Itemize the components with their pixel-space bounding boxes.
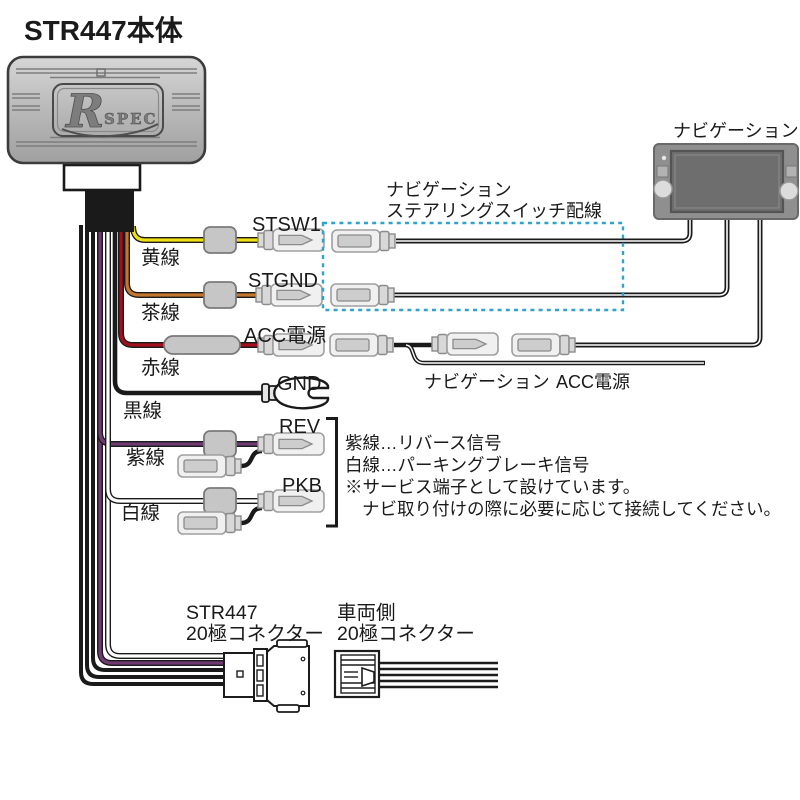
nav-screen-inner <box>674 154 780 209</box>
signal-label-pkb: PKB <box>282 475 322 497</box>
vehicle-connector-label-line1: 車両側 <box>337 602 396 624</box>
logo-swoosh <box>61 123 159 138</box>
rspec-logo: R SPEC <box>52 83 164 138</box>
nav-power-led <box>661 155 667 161</box>
vehicle-20pin-connector <box>333 649 498 699</box>
signal-label-gnd: GND <box>277 373 321 395</box>
nav-screen <box>669 149 785 214</box>
vehicle-ribbon-cable <box>377 661 498 689</box>
notes-bracket <box>326 417 338 528</box>
red-wire <box>118 225 258 348</box>
ferrite-block-brown <box>203 281 237 309</box>
pkb-pigtail-wire <box>240 505 263 526</box>
navigation-unit <box>653 143 799 220</box>
yellow-wire <box>130 225 258 243</box>
nav-left-button <box>656 165 669 178</box>
device-screw <box>96 68 106 77</box>
note-line2: 白線…パーキングブレーキ信号 <box>345 455 589 475</box>
signal-label-rev: REV <box>279 416 321 438</box>
note-line4: ナビ取り付けの際に必要に応じて接続してください。 <box>362 499 781 519</box>
steering-box-label-line1: ナビゲーション <box>386 180 512 200</box>
wire-label-brown: 茶線 <box>141 302 180 324</box>
wire-label-purple: 紫線 <box>126 447 165 469</box>
navigation-label: ナビゲーション <box>673 121 799 141</box>
logo-r-letter: R <box>64 84 104 138</box>
steering-box-label-line2: ステアリングスイッチ配線 <box>386 201 602 221</box>
female-connector-acc-right <box>511 333 576 357</box>
female-connector-rev-pigtail <box>177 454 242 478</box>
str447-connector-label-line1: STR447 <box>186 602 258 624</box>
wire-label-white: 白線 <box>121 502 160 524</box>
logo-spec-letters: SPEC <box>104 110 157 128</box>
navigation-cables <box>394 214 763 348</box>
device-grooves <box>12 68 200 147</box>
ferrite-block-yellow <box>203 226 237 254</box>
female-connector-nav-stgnd <box>330 283 395 307</box>
nav-right-knob <box>779 181 799 201</box>
str447-20pin-connector <box>223 639 310 713</box>
brown-wire <box>124 225 256 298</box>
black-gnd-wire <box>112 225 263 396</box>
ferrite-block-white <box>203 487 237 515</box>
main-cable-wires <box>79 225 263 686</box>
ferrite-block-purple <box>203 430 237 458</box>
wire-label-yellow: 黄線 <box>141 247 180 269</box>
vehicle-connector-label-line2: 20極コネクター <box>337 623 475 645</box>
signal-label-stsw1: STSW1 <box>252 214 321 236</box>
gnd-fork-terminal <box>261 376 330 410</box>
steering-switch-dashed-box <box>321 221 625 312</box>
nav-left-knob <box>653 179 673 199</box>
female-connector-acc-left <box>329 333 394 357</box>
female-connector-nav-stsw <box>331 229 396 253</box>
fuse-tube-red <box>163 335 241 355</box>
signal-label-acc: ACC電源 <box>244 324 326 347</box>
str447-device: R SPEC <box>6 55 207 232</box>
acc-splice-right-label: ACC電源 <box>556 372 630 392</box>
str447-connector-label-line2: 20極コネクター <box>186 623 324 645</box>
acc-splice-wiring <box>394 342 705 366</box>
nav-right-button <box>785 165 798 178</box>
wire-label-red: 赤線 <box>141 357 180 379</box>
note-line1: 紫線…リバース信号 <box>345 433 502 453</box>
device-connector-socket <box>62 163 142 192</box>
page-title: STR447本体 <box>24 15 184 46</box>
wire-label-black: 黒線 <box>123 400 162 422</box>
cable-sheath <box>85 186 134 232</box>
male-connector-acc-splice <box>431 332 499 356</box>
rev-pigtail-wire <box>240 448 263 469</box>
purple-wire <box>97 225 258 666</box>
white-wire <box>105 225 258 659</box>
signal-label-stgnd: STGND <box>248 270 318 292</box>
note-line3: ※サービス端子として設けています。 <box>345 477 640 497</box>
female-connector-pkb-pigtail <box>177 511 242 535</box>
acc-splice-left-label: ナビゲーション <box>424 372 550 392</box>
